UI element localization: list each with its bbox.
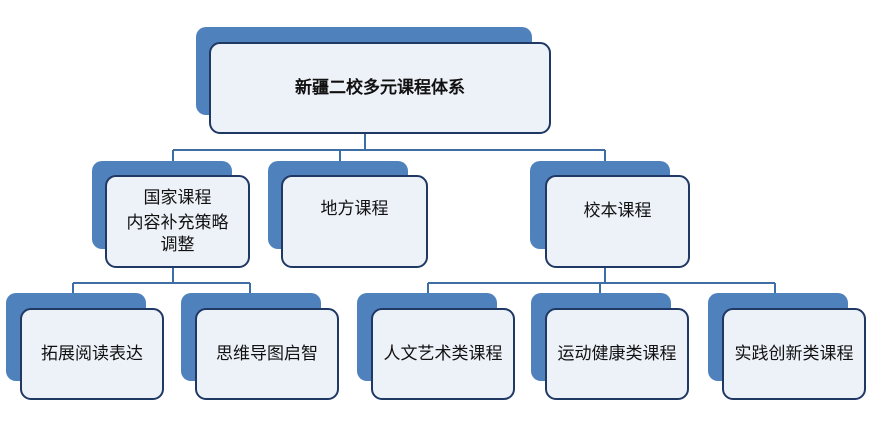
node-school-label: 校本课程 <box>583 200 652 221</box>
node-reading-card: 拓展阅读表达 <box>20 308 164 400</box>
node-local-card: 地方课程 <box>281 175 428 268</box>
node-mindmap-card: 思维导图启智 <box>195 308 339 400</box>
node-arts-card: 人文艺术类课程 <box>371 308 515 400</box>
root-node-label: 新疆二校多元课程体系 <box>295 78 465 98</box>
node-sports-card: 运动健康类课程 <box>545 308 689 400</box>
node-national-subtitle: 内容补充策略调整 <box>126 213 229 255</box>
node-sports-label: 运动健康类课程 <box>557 344 677 364</box>
node-national-title: 国家课程 <box>143 188 212 208</box>
root-node-card: 新疆二校多元课程体系 <box>209 42 551 134</box>
node-practice-card: 实践创新类课程 <box>722 308 866 400</box>
node-arts-label: 人文艺术类课程 <box>383 344 503 364</box>
node-practice-label: 实践创新类课程 <box>734 344 854 364</box>
node-local-label: 地方课程 <box>320 198 389 219</box>
node-national-card: 国家课程 内容补充策略调整 <box>105 175 250 268</box>
node-mindmap-label: 思维导图启智 <box>216 344 318 364</box>
node-school-card: 校本课程 <box>545 175 690 268</box>
node-reading-label: 拓展阅读表达 <box>41 344 143 364</box>
